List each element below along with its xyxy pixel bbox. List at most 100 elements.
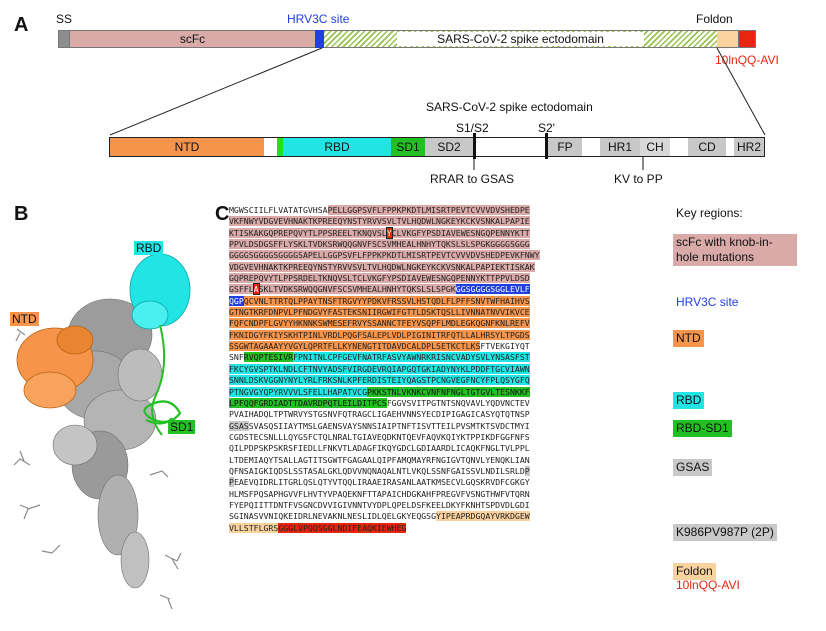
- foldon-segment: [717, 30, 738, 48]
- key-hrv3c: HRV3C site: [676, 295, 739, 309]
- ch-domain-label: CH: [646, 140, 664, 154]
- sequence-segment-s: SKLTVDKSRWQQGNVFSCSVMHEALHNHYTQKSLSLSPGK: [258, 284, 456, 295]
- sequence-segment-o: FKNIDGYFKIYSKHTPINLVRDLPQGFSALEPLVDLPIGI…: [229, 329, 530, 340]
- sequence-line: QILPDPSKPSKRSFIEDLLFNKVTLADAGFIKQYGDCLGD…: [229, 443, 669, 454]
- hrv3c-label: HRV3C site: [287, 12, 350, 26]
- sequence-segment-c: FPNITNLCPFGEVFNATRFASVYAWNRKRISNCVADYSVL…: [293, 352, 530, 363]
- s2prime-label: S2': [538, 121, 555, 135]
- sequence-line: GQPREPQVYTLPPSRDELTKNQVSLTCLVKGFYPSDIAVE…: [229, 273, 669, 284]
- kv-label: KV to PP: [614, 172, 663, 186]
- sequence-segment-s: GQPREPQVYTLPPSRDELTKNQVSLTCLVKGFYPSDIAVE…: [229, 273, 530, 284]
- sequence-segment-c: SNNLDSKVGGNYNYLYRLFRKSNLKPFERDISTEIYQAGS…: [229, 375, 530, 386]
- hrv3c-segment: [315, 30, 324, 48]
- sequence-segment-f: VLLSTFLGRS: [229, 522, 279, 533]
- sequence-line: HLMSFPQSAPHGVVFLHVTYVPAQEKNFTTAPAICHDGKA…: [229, 489, 669, 500]
- sd2-domain: SD2: [425, 138, 473, 156]
- ectodomain-segment-label: SARS-CoV-2 spike ectodomain: [397, 32, 644, 46]
- sequence-segment-o: GTNGTKRFDNPVLPFNDGVYFASTEKSNIIRGWIFGTTLD…: [229, 307, 530, 318]
- sequence-line: LPFQQFGRDIADTTDAVRDPQTLEILDITPCSFGGVSVIT…: [229, 397, 669, 409]
- hr1-domain: HR1: [600, 138, 640, 156]
- cd-domain: CD: [688, 138, 726, 156]
- sequence-line: PEAEVQIDRLITGRLQSLQTYVTQQLIRAAEIRASANLAA…: [229, 477, 669, 488]
- sequence-segment-n: MGWSCIILFLVATATGVHSA: [229, 205, 328, 215]
- sequence-line: QFNSAIGKIQDSLSSTASALGKLQDVVNQNAQALNTLVKQ…: [229, 465, 669, 477]
- sequence-segment-o: FQFCNDPFLGVYYHKNNKSWMESEFRVYSSANNCTFEYVS…: [229, 318, 530, 329]
- sequence-segment-n: QILPDPSKPSKRSFIEDLLFNKVTLADAGFIKQYGDCLGD…: [229, 443, 530, 454]
- sequence-segment-n: SVASQSIIAYTMSLGAENSVAYSNNSIAIPTNFTISVTTE…: [248, 420, 530, 431]
- structure-rbd-label: RBD: [134, 241, 164, 255]
- foldon-label: Foldon: [696, 12, 733, 26]
- sequence-line: SGINASVVNIQKEIDRLNEVAKNLNESLIDLQELGKYEQG…: [229, 511, 669, 522]
- sequence-line: PPVLDSDGSFFLYSKLTVDKSRWQQGNVFSCSVMHEALHN…: [229, 239, 669, 250]
- sequence-segment-s: VKFNWYVDGVEVHNAKTKPREEQYNSTYRVVSVLTVLHQD…: [229, 216, 530, 227]
- scfc-segment: scFc: [70, 30, 315, 48]
- sequence-segment-n: PVAIHADQLTPTWRVYSTGSNVFQTRAGCLIGAEHVNNSY…: [229, 409, 530, 420]
- sequence-line: FYEPQIITTDNTFVSGNCDVVIGIVNNTVYDPLQPELDSF…: [229, 500, 669, 511]
- key-foldon: Foldon: [673, 563, 716, 580]
- sequence-segment-a: GGGLVPQQSGGLNDIFEAQKIEWHEG: [278, 522, 407, 533]
- sequence-line: GGGGSGGGGSGGGGSAPELLGGPSVFLFPPKPKDTLMISR…: [229, 250, 669, 261]
- sequence-line: VDGVEVHNAKTKPREEQYNSTYRVVSVLTVLHQDWLNGKE…: [229, 261, 669, 273]
- sequence-segment-s: GSFFL: [229, 284, 254, 295]
- sequence-segment-n: QFNSAIGKIQDSLSSTASALGKLQDVVNQNAQALNTLVKQ…: [229, 465, 525, 476]
- sequence-line: FKCYGVSPTKLNDLCFTNVYADSFVIRGDEVRQIAPGQTG…: [229, 363, 669, 375]
- cd-domain-label: CD: [698, 140, 716, 154]
- sequence-segment-g: RVQPTESIVR: [243, 352, 294, 363]
- rbd-domain-label: RBD: [324, 140, 350, 154]
- zoom-lines: [109, 47, 766, 136]
- sequence-segment-r: Y: [385, 226, 393, 239]
- key-scfc: scFc with knob-in-hole mutations: [673, 234, 797, 266]
- rbd-domain: RBD: [283, 138, 391, 156]
- sequence-segment-n: SGINASVVNIQKEIDRLNEVAKNLNESLIDLQELGKYEQG…: [229, 511, 437, 522]
- sequence-segment-n: FGGVSVITPGTNTSNQVAVLYQDVNCTEV: [386, 397, 530, 408]
- sequence-segment-s: KTISKAKGQPREPQVYTLPPSREELTKNQVSL: [229, 227, 387, 238]
- sequence-segment-n: LTDEMIAQYTSALLAGTITSGWTFGAGAALQIPFAMQMAY…: [229, 454, 530, 465]
- sequence-line: GSASSVASQSIIAYTMSLGAENSVAYSNNSIAIPTNFTIS…: [229, 420, 669, 432]
- key-2p: K986PV987P (2P): [673, 524, 777, 541]
- sequence-line: PTNGVGYQPYRVVVLSFELLHAPATVCGPKKSTNLVKNKC…: [229, 386, 669, 398]
- sequence-line: KTISKAKGQPREPQVYTLPPSREELTKNQVSLYCLVKGFY…: [229, 226, 669, 239]
- sequence-segment-b: GGSGGGGSGGLEVLF: [455, 284, 530, 295]
- sequence-segment-c: FKCYGVSPTKLNDLCFTNVYADSFVIRGDEVRQIAPGQTG…: [229, 363, 530, 374]
- sequence-segment-s: VDGVEVHNAKTKPREEQYNSTYRVVSVLTVLHQDWLNGKE…: [229, 261, 535, 272]
- sequence-segment-g: LPFQQFGRDIADTTDAVRDPQTLEILDITPCS: [229, 397, 387, 408]
- avi-segment: [738, 30, 756, 48]
- sequence-segment-g: PKKSTNLVKNKCVNFNFNGLTGTGVLTESNKKF: [367, 386, 530, 397]
- key-scfc-text: scFc with knob-in-hole mutations: [676, 235, 773, 264]
- fp-domain-label: FP: [557, 140, 573, 154]
- key-heading: Key regions:: [676, 206, 743, 220]
- scfc-segment-label: scFc: [179, 32, 206, 46]
- sequence-segment-s: GGGGSGGGGSGGGGSAPELLGGPSVFLFPPKPKDTLMISR…: [229, 250, 540, 261]
- key-gsas: GSAS: [673, 459, 713, 476]
- hr2-domain-label: HR2: [736, 140, 761, 154]
- sequence-line: PVAIHADQLTPTWRVYSTGSNVFQTRAGCLIGAEHVNNSY…: [229, 409, 669, 420]
- sequence-segment-o: SSGWTAGAAAYYVGYLQPRTFLLKYNENGTITDAVDCALD…: [229, 341, 481, 352]
- sequence-segment-n: CGDSTECSNLLLQYGSFCTQLNRALTGIAVEQDKNTQEVF…: [229, 431, 530, 442]
- sequence-segment-s: PELLGGPSVFLFPPKPKDTLMISRTPEVTCVVVDVSHEDP…: [327, 205, 530, 215]
- s2prime-cleavage-mark: [545, 133, 548, 159]
- key-avi: 10lnQQ-AVI: [676, 578, 740, 592]
- sequence-line: LTDEMIAQYTSALLAGTITSGWTFGAGAALQIPFAMQMAY…: [229, 455, 669, 466]
- hr1-domain-label: HR1: [607, 140, 632, 154]
- sequence-segment-o: QCVNLTTRTQLPPAYTNSFTRGVYYPDKVFRSSVLHSTQD…: [243, 295, 530, 306]
- sequence-segment-n: FTVEKGIYQT: [480, 341, 530, 352]
- sequence-segment-y: GSAS: [229, 420, 249, 431]
- sequence-line: VLLSTFLGRSGGGLVPQQSGGLNDIFEAQKIEWHEG: [229, 522, 669, 534]
- sequence-segment-r: A: [252, 283, 260, 296]
- sequence-line: VKFNWYVDGVEVHNAKTKPREEQYNSTYRVVSVLTVLHQD…: [229, 216, 669, 227]
- sequence-line: FKNIDGYFKIYSKHTPINLVRDLPQGFSALEPLVDLPIGI…: [229, 329, 669, 341]
- sequence-line: SSGWTAGAAAYYVGYLQPRTFLLKYNENGTITDAVDCALD…: [229, 341, 669, 352]
- sequence-line: FQFCNDPFLGVYYHKNNKSWMESEFRVYSSANNCTFEYVS…: [229, 318, 669, 329]
- sequence-segment-n: HLMSFPQSAPHGVVFLHVTYVPAQEKNFTTAPAICHDGKA…: [229, 488, 530, 499]
- panel-b-label: B: [14, 203, 29, 225]
- sequence-line: MGWSCIILFLVATATGVHSAPELLGGPSVFLFPPKPKDTL…: [229, 205, 669, 216]
- structure-ntd-label: NTD: [10, 312, 39, 326]
- hr2-domain: HR2: [734, 138, 764, 156]
- protein-sequence: MGWSCIILFLVATATGVHSAPELLGGPSVFLFPPKPKDTL…: [229, 205, 669, 534]
- key-rbd-sd1: RBD-SD1: [673, 420, 732, 437]
- sequence-segment-s: PPVLDSDGSFFLYSKLTVDKSRWQQGNVFSCSVMHEALHN…: [229, 239, 530, 250]
- sequence-line: QGPQCVNLTTRTQLPPAYTNSFTRGVYYPDKVFRSSVLHS…: [229, 295, 669, 307]
- ntd-domain-label: NTD: [174, 140, 200, 154]
- s1s2-cleavage-mark: [473, 133, 476, 159]
- sd1-domain-label: SD1: [396, 140, 420, 154]
